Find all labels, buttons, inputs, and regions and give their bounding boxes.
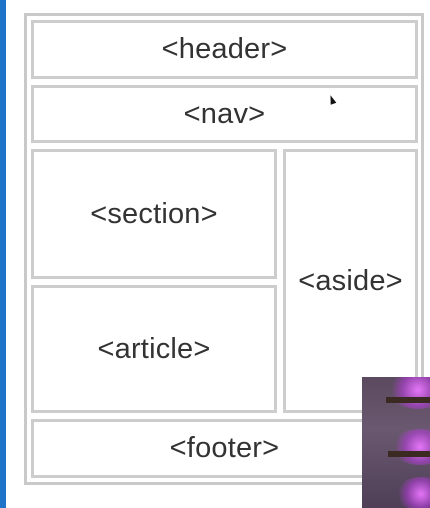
- aside-box: <aside>: [283, 149, 418, 413]
- webcam-video-thumbnail: [362, 377, 430, 508]
- header-label: <header>: [161, 33, 288, 65]
- header-box: <header>: [31, 20, 418, 79]
- nav-label: <nav>: [183, 97, 266, 130]
- shelf-middle: [388, 451, 430, 457]
- purple-light-glow-bottom: [396, 477, 430, 508]
- footer-label: <footer>: [169, 432, 280, 464]
- section-box: <section>: [31, 149, 277, 279]
- window-edge-stripe: [0, 0, 6, 508]
- footer-box: <footer>: [31, 419, 418, 478]
- purple-light-glow-top: [388, 377, 430, 409]
- purple-light-glow-middle: [392, 429, 430, 465]
- aside-label: <aside>: [298, 264, 403, 297]
- section-label: <section>: [90, 197, 218, 230]
- article-label: <article>: [97, 332, 211, 365]
- shelf-top: [386, 397, 430, 403]
- nav-box: <nav>: [31, 85, 418, 143]
- article-box: <article>: [31, 285, 277, 413]
